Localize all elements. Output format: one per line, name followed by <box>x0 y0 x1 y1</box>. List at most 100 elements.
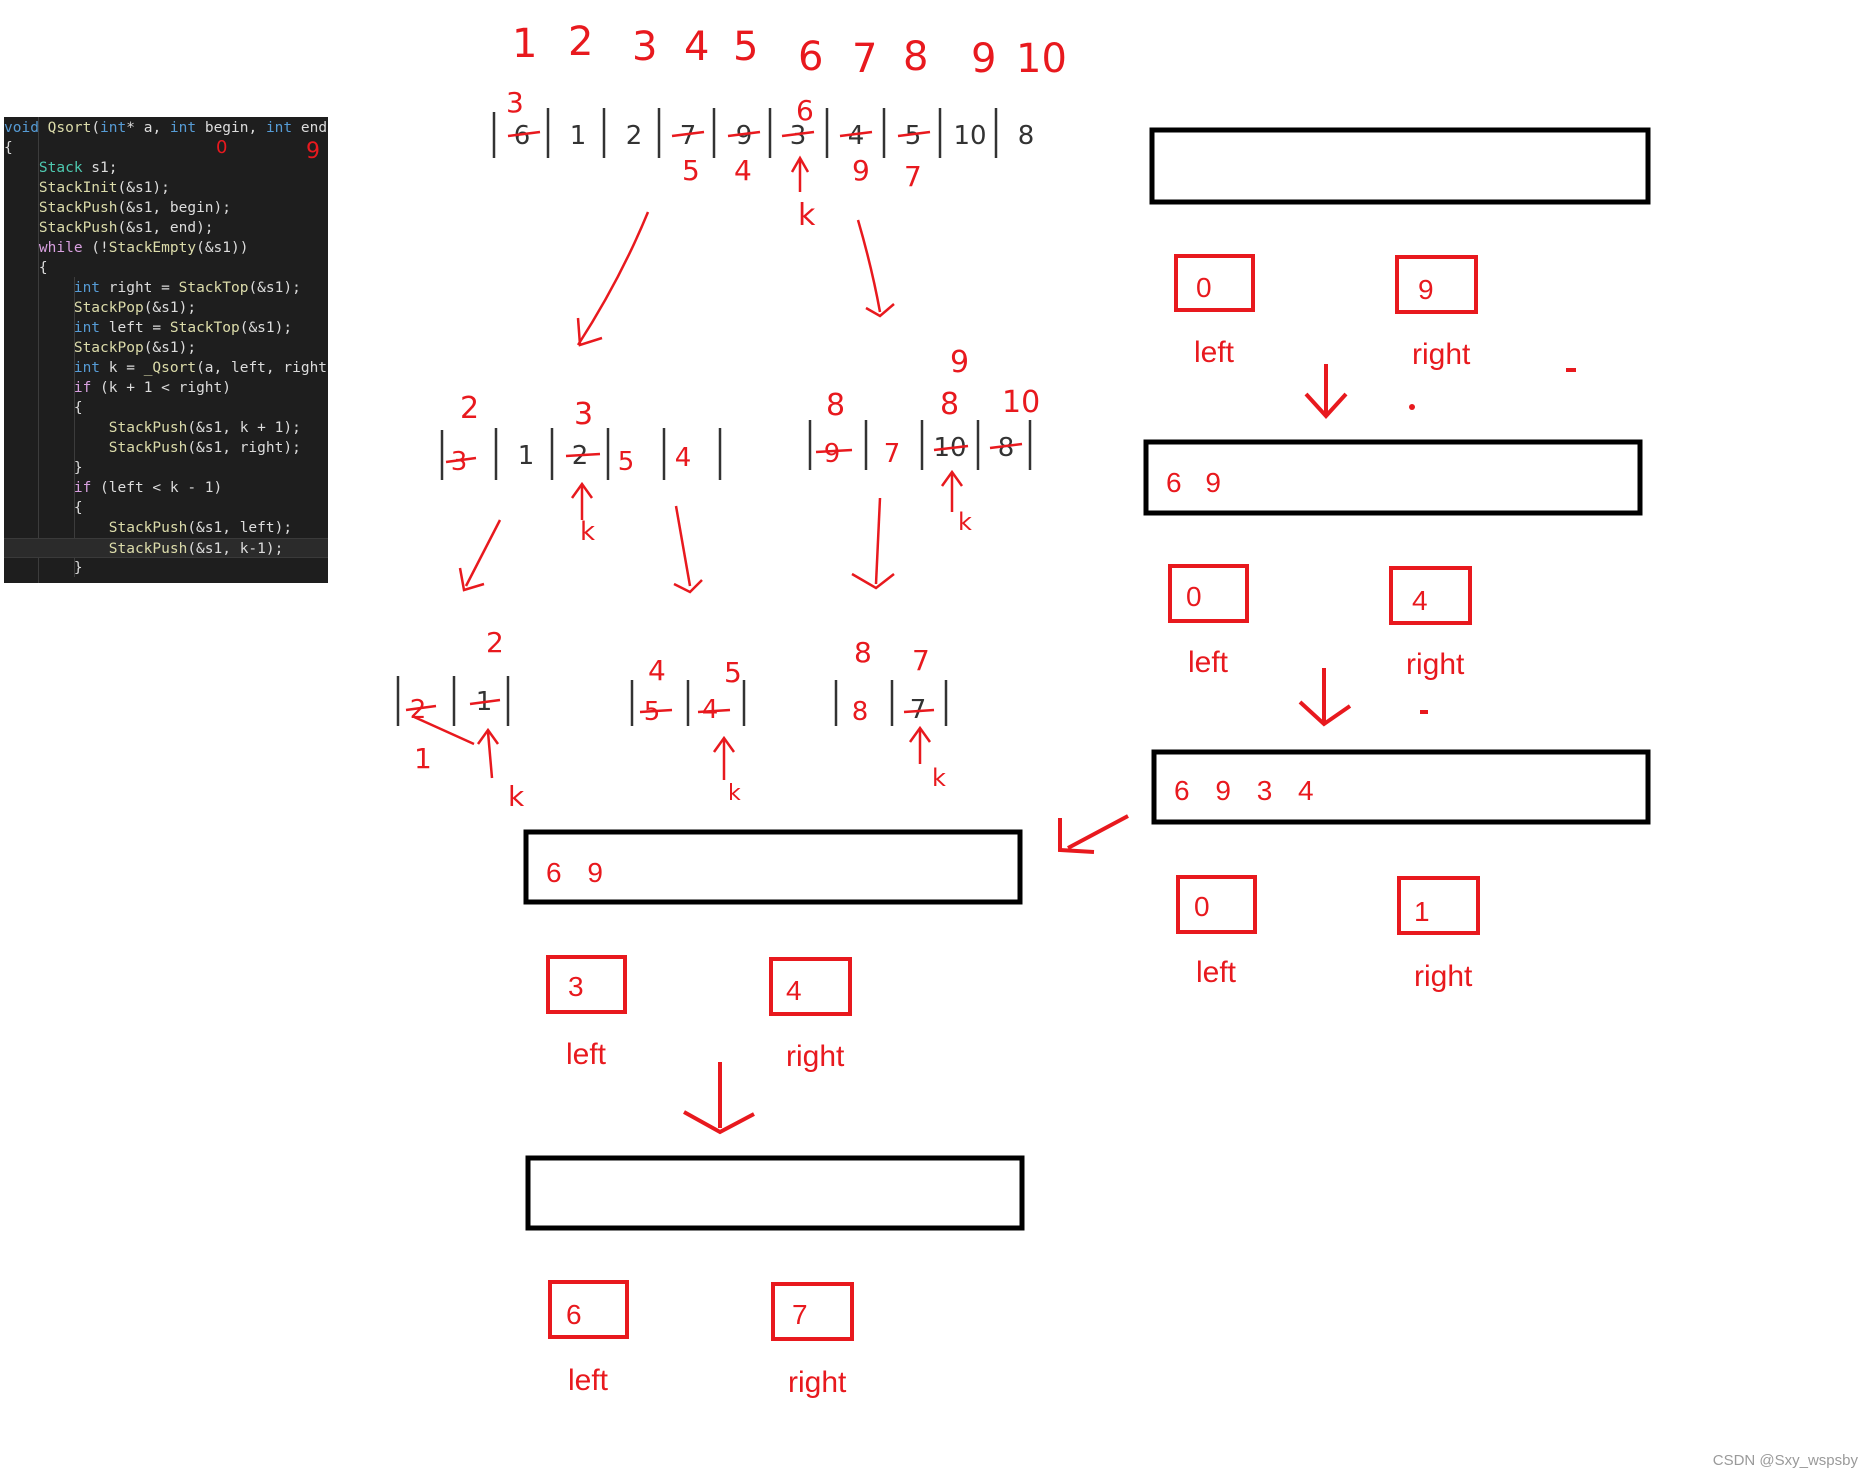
watermark: CSDN @Sxy_wspsby <box>1712 1452 1858 1469</box>
right-label: right <box>1412 338 1471 371</box>
stack-state-1: 0 9 left right <box>1149 127 1651 371</box>
code-token: StackPush <box>4 520 188 536</box>
left-label: left <box>1196 956 1237 989</box>
code-token: StackPush <box>4 541 188 557</box>
array-cell: 1 <box>570 121 587 151</box>
index-number: 3 <box>632 24 657 70</box>
code-panel: void Qsort(int* a, int begin, int end){ … <box>4 117 328 583</box>
code-token: (&s1); <box>239 320 293 336</box>
right-value: 9 <box>1418 274 1434 305</box>
right-label: right <box>1406 648 1465 681</box>
code-line: while (!StackEmpty(&s1)) <box>4 238 328 258</box>
code-token: StackPop <box>4 300 144 316</box>
code-token: StackPush <box>4 200 118 216</box>
code-token: StackPush <box>4 420 188 436</box>
code-token: (&s1); <box>117 180 170 196</box>
right-value: 4 <box>1412 585 1428 616</box>
code-token: Stack <box>4 160 83 176</box>
right-label: right <box>788 1366 847 1399</box>
pivot-k-label: k <box>508 780 525 813</box>
code-token: { <box>4 500 83 516</box>
swap-note: 1 <box>414 742 432 775</box>
code-token: int <box>100 120 127 136</box>
level2-left: 3 1 2 5 4 2 3 k <box>440 391 722 547</box>
index-number: 5 <box>733 24 758 70</box>
code-line: { <box>4 398 328 418</box>
code-token: StackTop <box>169 320 240 336</box>
stack-state-2: 6 9 0 4 left right <box>1143 439 1643 681</box>
array-cell: 9 <box>736 121 753 151</box>
code-token: (&s1, right); <box>187 440 301 456</box>
flow-arrows <box>683 364 1352 1135</box>
right-value-box <box>1395 255 1478 314</box>
stack-contents: 6 9 <box>1166 467 1221 498</box>
left-value: 0 <box>1196 272 1212 303</box>
code-token: { <box>4 140 13 156</box>
index-number: 8 <box>903 34 928 80</box>
code-line: Stack s1; <box>4 158 328 178</box>
split-arrows <box>576 211 895 347</box>
code-token: Qsort <box>47 120 92 136</box>
left-value: 0 <box>1194 891 1210 922</box>
array-cell: 7 <box>884 439 901 469</box>
pivot-k-label: k <box>932 764 946 792</box>
swap-note: 3 <box>506 86 524 119</box>
array-cell: 2 <box>626 121 643 151</box>
code-margin-mark: 9 <box>306 139 320 164</box>
index-number: 4 <box>684 24 709 70</box>
array-cell: 5 <box>618 447 635 477</box>
code-token: (a, left, right) <box>196 360 328 376</box>
right-value-box <box>1389 566 1472 625</box>
level2-right: 9 7 10 8 8 9 8 10 k <box>808 345 1040 536</box>
right-value-box <box>1397 876 1480 935</box>
code-token: { <box>4 260 48 276</box>
split-arrows <box>458 497 895 594</box>
code-line: StackInit(&s1); <box>4 178 328 198</box>
code-token: { <box>4 400 83 416</box>
index-number: 2 <box>568 19 593 65</box>
index-row: 1 2 3 4 5 6 7 8 9 10 <box>512 19 1067 82</box>
code-line: { <box>4 258 328 278</box>
stack-box <box>525 1155 1025 1231</box>
swap-note: 8 <box>854 636 872 669</box>
right-value: 1 <box>1414 896 1430 927</box>
code-token: (! <box>82 240 109 256</box>
code-token: (&s1); <box>248 280 301 296</box>
code-token: _Qsort <box>143 360 197 376</box>
code-token: StackEmpty <box>108 240 197 256</box>
pivot-k-label: k <box>728 781 741 806</box>
code-token: (k + 1 < right) <box>91 380 231 396</box>
array-cell: 4 <box>675 443 692 473</box>
code-token: (&s1, begin); <box>117 200 232 216</box>
code-line: StackPush(&s1, left); <box>4 518 328 538</box>
swap-note: 6 <box>796 94 814 127</box>
swap-note: 4 <box>734 154 752 187</box>
swap-note: 8 <box>940 387 959 422</box>
code-token: StackPush <box>4 220 118 236</box>
code-token: int <box>4 320 101 336</box>
code-token: if <box>4 480 92 496</box>
array-cell: 7 <box>680 121 697 151</box>
index-number: 7 <box>852 36 877 82</box>
code-token: (&s1); <box>143 300 197 316</box>
code-line: int k = _Qsort(a, left, right) <box>4 358 328 378</box>
swap-note: 2 <box>460 391 479 426</box>
code-token: (&s1)) <box>196 240 249 256</box>
stack-state-3: 6 9 3 4 0 1 left right <box>1151 749 1651 993</box>
code-token: void <box>4 120 48 136</box>
left-value-box <box>1168 564 1249 623</box>
left-label: left <box>568 1364 609 1397</box>
array-cell: 3 <box>451 447 468 477</box>
code-line: StackPop(&s1); <box>4 298 328 318</box>
code-token: s1; <box>82 160 118 176</box>
level3: 2 1 5 4 8 7 2 4 5 8 7 1 <box>396 626 948 813</box>
array-cell: 10 <box>953 121 986 151</box>
stack-box <box>1149 127 1651 205</box>
code-token: end) <box>300 120 328 136</box>
code-token: (&s1, end); <box>117 220 214 236</box>
code-token: ( <box>91 120 101 136</box>
right-value: 7 <box>792 1299 808 1330</box>
array-cell: 3 <box>790 121 807 151</box>
index-number: 10 <box>1016 36 1067 82</box>
